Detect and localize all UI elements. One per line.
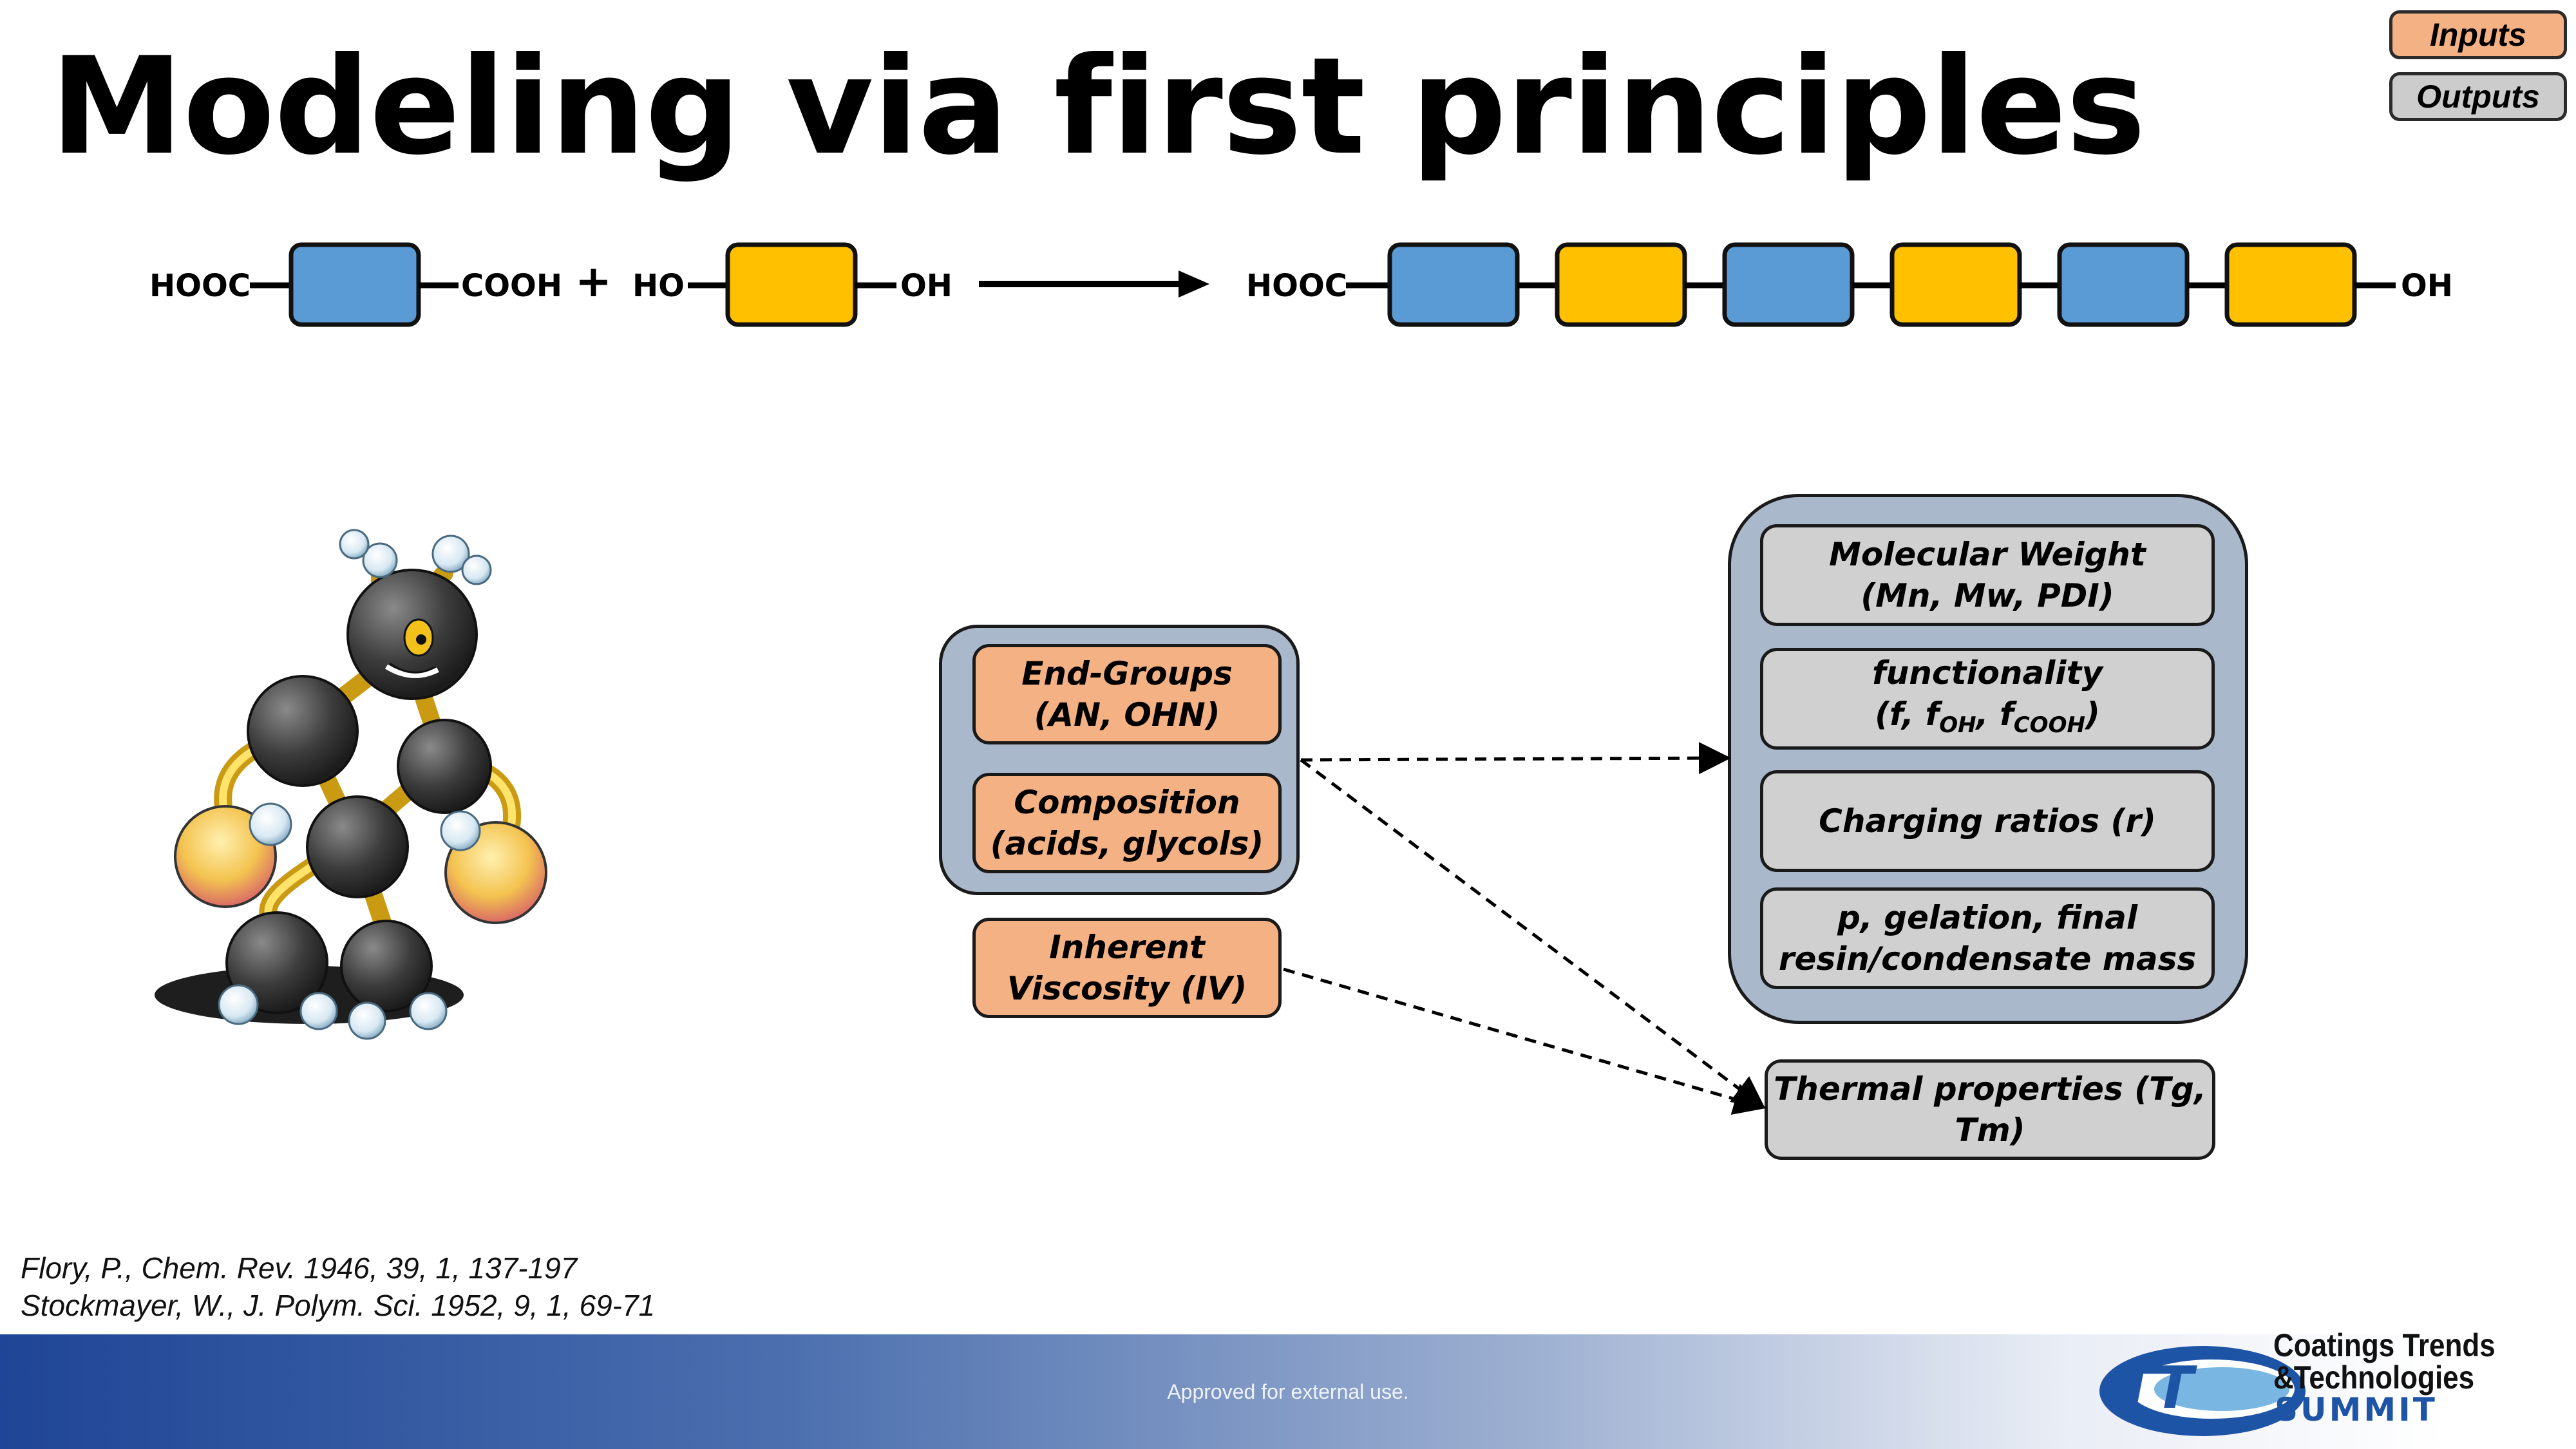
legend-outputs: Outputs bbox=[2389, 72, 2567, 121]
approved-note: Approved for external use. bbox=[1167, 1380, 1409, 1403]
reactant1-right-group: COOH bbox=[461, 268, 563, 304]
logo-line-1: Coatings Trends bbox=[2273, 1327, 2496, 1363]
molecular-weight-output-box: Molecular Weight(Mn, Mw, PDI) bbox=[1760, 524, 2215, 626]
plus-sign: + bbox=[575, 256, 612, 307]
product-right-group: OH bbox=[2401, 268, 2453, 304]
reaction-lines bbox=[250, 242, 2396, 327]
logo-line-3: SUMMIT bbox=[2275, 1391, 2438, 1428]
reference-stockmayer: Stockmayer, W., J. Polym. Sci. 1952, 9, … bbox=[21, 1289, 656, 1322]
coatings-trends-logo: TT Coatings Trends &Technologies SUMMIT bbox=[2093, 1323, 2570, 1446]
arrow-viscosity-to-thermal bbox=[1283, 967, 1766, 1115]
composition-input-box: Composition(acids, glycols) bbox=[972, 773, 1282, 873]
thermal-properties-output-box: Thermal properties (Tg,Tm) bbox=[1765, 1059, 2215, 1160]
reaction-arrowhead bbox=[1179, 270, 1209, 298]
slide-title: Modeling via first principles bbox=[50, 29, 2146, 185]
reactant2-left-group: HO bbox=[632, 268, 685, 304]
arrow-inputs-to-thermal bbox=[1300, 759, 1765, 1109]
reactant1-left-group: HOOC bbox=[149, 268, 251, 304]
end-groups-input-box: End-Groups(AN, OHN) bbox=[972, 644, 1282, 744]
reactant2-right-group: OH bbox=[900, 268, 952, 304]
logo-monogram: TT bbox=[2116, 1354, 2193, 1422]
charging-ratios-output-box: Charging ratios (r) bbox=[1760, 770, 2215, 872]
molecule-cartoon-illustration bbox=[155, 529, 547, 1040]
reference-flory: Flory, P., Chem. Rev. 1946, 39, 1, 137-1… bbox=[21, 1251, 578, 1285]
product-left-group: HOOC bbox=[1246, 268, 1348, 304]
logo-swoosh-icon bbox=[2099, 1346, 2306, 1436]
legend-inputs: Inputs bbox=[2389, 10, 2567, 59]
functionality-output-box: functionality (f, fOH, fCOOH) bbox=[1760, 648, 2215, 750]
logo-line-2: &Technologies bbox=[2273, 1359, 2475, 1396]
functionality-symbols: (f, fOH, fCOOH) bbox=[1875, 695, 2100, 738]
arrow-inputs-to-outputs bbox=[1300, 742, 1731, 775]
